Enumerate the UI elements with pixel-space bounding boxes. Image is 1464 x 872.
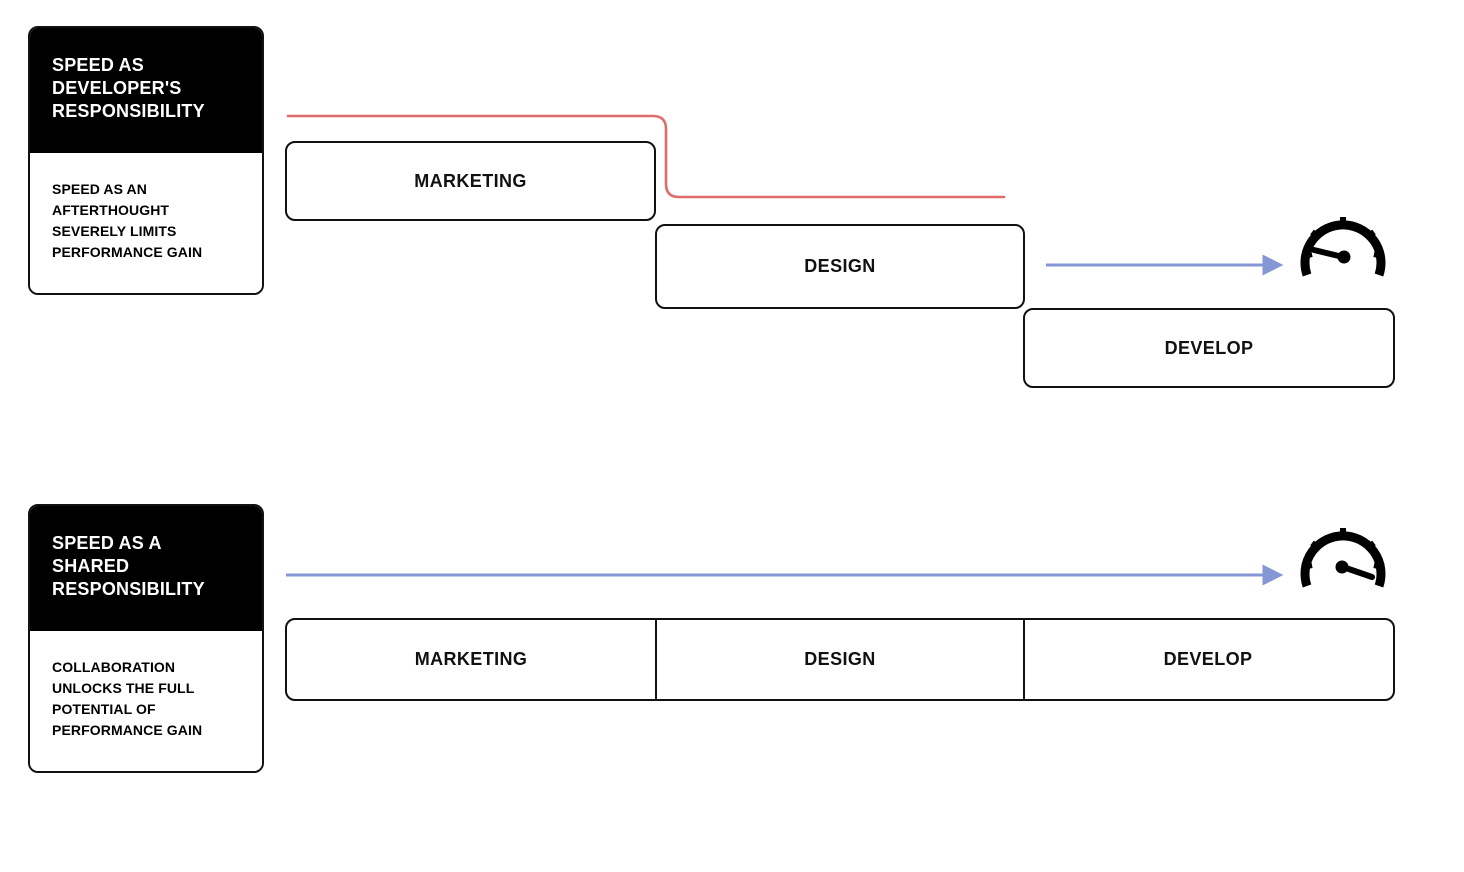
info-card-header: SPEED AS A SHARED RESPONSIBILITY [30, 506, 262, 631]
info-card-heading-text: SPEED AS A SHARED RESPONSIBILITY [52, 533, 205, 599]
info-card-body: SPEED AS AN AFTERTHOUGHT SEVERELY LIMITS… [30, 153, 262, 293]
gauge-hub [1337, 250, 1351, 264]
stage-box-develop-top[interactable]: DEVELOP [1023, 308, 1395, 388]
stage-label: DESIGN [804, 256, 876, 276]
stage-box-design-bottom[interactable]: DESIGN [655, 620, 1023, 699]
gauge-ticks [1301, 528, 1385, 570]
stage-label: DEVELOP [1163, 649, 1253, 669]
stage-label: DEVELOP [1164, 337, 1254, 358]
info-card-header: SPEED AS DEVELOPER'S RESPONSIBILITY [30, 28, 262, 153]
stage-label: DESIGN [804, 649, 876, 669]
info-card-body-text: SPEED AS AN AFTERTHOUGHT SEVERELY LIMITS… [52, 181, 203, 260]
info-card-body: COLLABORATION UNLOCKS THE FULL POTENTIAL… [30, 631, 262, 771]
stage-label: MARKETING [414, 170, 527, 191]
info-card-body-text: COLLABORATION UNLOCKS THE FULL POTENTIAL… [52, 659, 203, 738]
gauge-ticks [1301, 217, 1385, 259]
info-card-shared-responsibility: SPEED AS A SHARED RESPONSIBILITY COLLABO… [28, 504, 264, 773]
gauge-hub [1335, 560, 1349, 574]
stage-box-design-top[interactable]: DESIGN [655, 224, 1025, 309]
stage-box-develop-bottom[interactable]: DEVELOP [1023, 620, 1391, 699]
info-card-developer-responsibility: SPEED AS DEVELOPER'S RESPONSIBILITY SPEE… [28, 26, 264, 295]
joined-stage-bar: MARKETING DESIGN DEVELOP [285, 618, 1395, 701]
stage-box-marketing-bottom[interactable]: MARKETING [287, 620, 655, 699]
speedometer-high-icon [1300, 528, 1386, 588]
stage-label: MARKETING [414, 649, 528, 669]
speedometer-low-icon [1300, 217, 1386, 277]
stage-box-marketing-top[interactable]: MARKETING [285, 141, 656, 221]
info-card-heading-text: SPEED AS DEVELOPER'S RESPONSIBILITY [52, 55, 205, 121]
